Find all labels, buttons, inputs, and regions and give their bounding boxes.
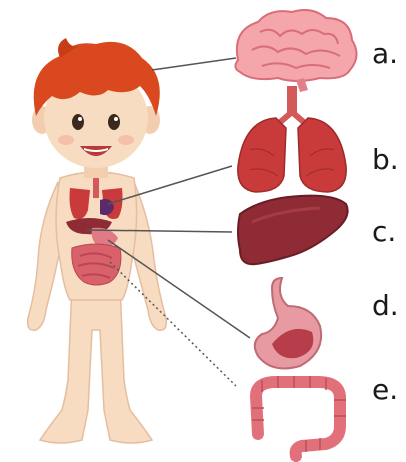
label-d: d. [372,292,399,320]
label-a: a. [372,40,398,68]
label-b: b. [372,146,399,174]
stomach-icon [255,278,321,368]
label-c: c. [372,218,396,246]
large-intestine-icon [256,382,340,456]
lungs-icon [238,86,346,192]
liver-icon [238,196,348,265]
brain-icon [235,10,356,92]
label-e: e. [372,376,398,404]
